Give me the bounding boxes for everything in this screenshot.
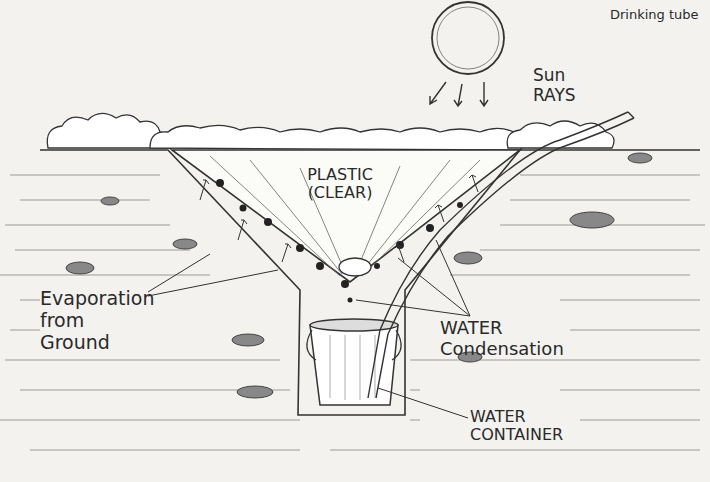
leader-lines <box>148 240 470 418</box>
pit <box>40 150 700 415</box>
plastic-label: PLASTIC (CLEAR) <box>290 166 390 203</box>
condensation-label: WATER Condensation <box>440 318 590 359</box>
evaporation-label: Evaporation from Ground <box>40 288 160 354</box>
bucket <box>307 319 401 405</box>
drinking-tube <box>368 112 634 398</box>
plastic-sheet <box>172 150 520 282</box>
container-label: WATER CONTAINER <box>470 408 590 445</box>
sun-rays-label: Sun RAYS <box>533 66 603 105</box>
tube-label: Drinking tube <box>610 8 706 23</box>
rocks <box>47 113 614 150</box>
sun <box>430 2 504 106</box>
